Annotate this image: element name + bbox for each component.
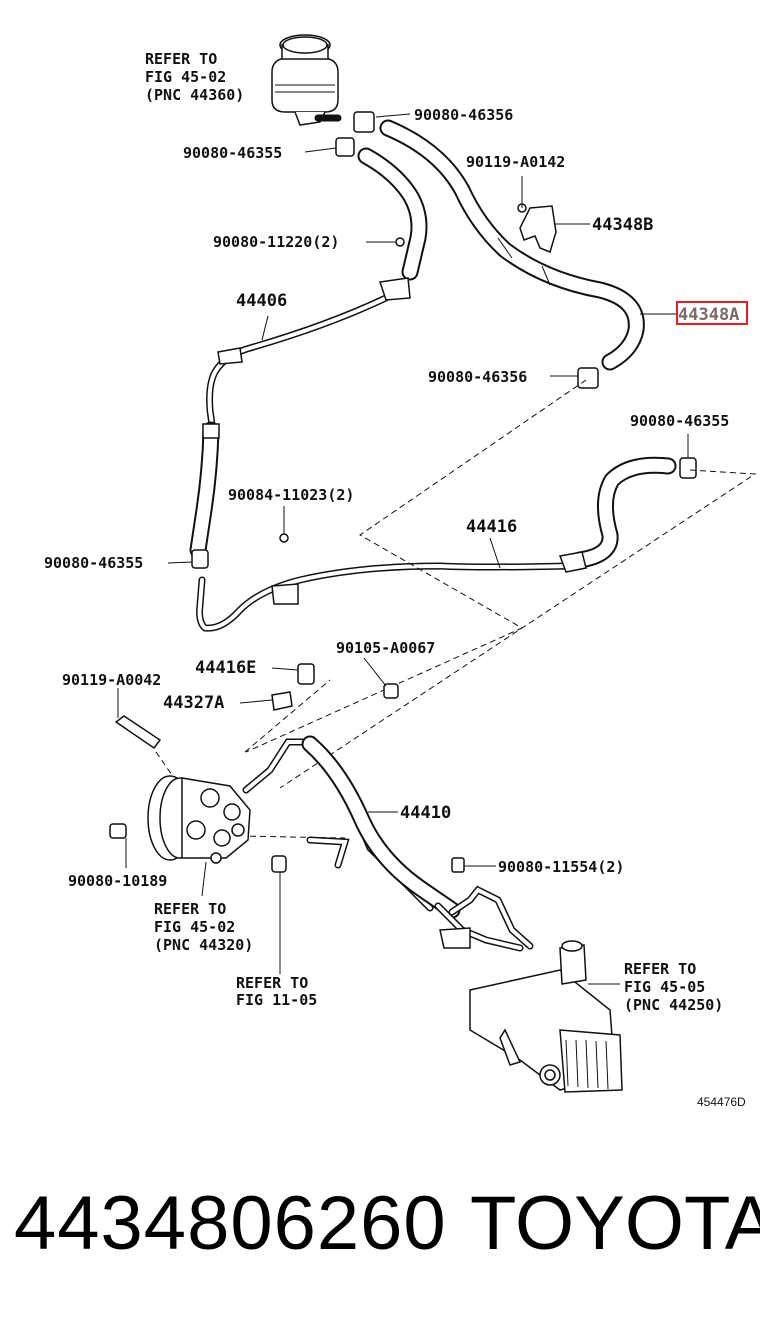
label-90119-a0142: 90119-A0142 <box>466 153 565 171</box>
label-90080-11554: 90080-11554(2) <box>498 858 624 876</box>
highlight-box <box>676 301 748 325</box>
steering-gear <box>469 940 623 1093</box>
clip-top-left <box>335 137 355 157</box>
refer-reservoir-line3: (PNC 44360) <box>145 86 244 104</box>
refer-pump-line1: REFER TO <box>154 900 226 918</box>
bracket-44348b <box>517 203 557 254</box>
refer-reservoir-line1: REFER TO <box>145 50 217 68</box>
hose-44410 <box>242 735 534 952</box>
hose-44416 <box>196 456 677 632</box>
clip-left <box>191 549 209 569</box>
label-90080-46356-mid: 90080-46356 <box>428 368 527 386</box>
hose-44406 <box>189 147 428 559</box>
label-90105-a0067: 90105-A0067 <box>336 639 435 657</box>
refer-gear-line3: (PNC 44250) <box>624 996 723 1014</box>
bolt-fig11 <box>271 855 287 873</box>
label-44327a: 44327A <box>163 693 224 713</box>
brand-name: TOYOTA <box>470 1181 760 1266</box>
label-90119-a0042: 90119-A0042 <box>62 671 161 689</box>
label-44348b: 44348B <box>592 215 653 235</box>
refer-gear-line2: FIG 45-05 <box>624 978 705 996</box>
clip-mid <box>577 367 599 389</box>
bolt-pump-left <box>114 715 162 750</box>
refer-fig11-line2: FIG 11-05 <box>236 991 317 1009</box>
label-44410: 44410 <box>400 803 451 823</box>
label-44406: 44406 <box>236 291 287 311</box>
footer: 4434806260 TOYOTA <box>0 1180 760 1290</box>
hose-44348a <box>379 119 645 371</box>
label-44348a: 44348A <box>678 305 739 325</box>
label-90080-46355-right: 90080-46355 <box>630 412 729 430</box>
power-steering-pump <box>147 775 251 864</box>
reservoir-tank <box>271 34 342 126</box>
refer-pump-line3: (PNC 44320) <box>154 936 253 954</box>
refer-reservoir-line2: FIG 45-02 <box>145 68 226 86</box>
label-90080-10189: 90080-10189 <box>68 872 167 890</box>
label-44416e: 44416E <box>195 658 256 678</box>
clip-right <box>679 457 697 479</box>
label-90080-46355-left: 90080-46355 <box>44 554 143 572</box>
refer-fig11-line1: REFER TO <box>236 974 308 992</box>
clip-top-right <box>353 111 375 133</box>
figure-code: 454476D <box>697 1095 746 1109</box>
label-44416: 44416 <box>466 517 517 537</box>
gasket <box>271 691 293 711</box>
label-90080-46355-top: 90080-46355 <box>183 144 282 162</box>
bolt-pump-bottom <box>109 823 127 839</box>
bolt-union <box>297 663 315 685</box>
bolt-mid <box>279 533 289 543</box>
label-90080-11220: 90080-11220(2) <box>213 233 339 251</box>
refer-gear-line1: REFER TO <box>624 960 696 978</box>
refer-pump-line2: FIG 45-02 <box>154 918 235 936</box>
label-90084-11023: 90084-11023(2) <box>228 486 354 504</box>
label-90080-46356-top: 90080-46356 <box>414 106 513 124</box>
bolt-pump-top <box>383 683 399 699</box>
part-number: 4434806260 <box>14 1181 447 1266</box>
parts-diagram: REFER TO FIG 45-02 (PNC 44360) 90080-463… <box>44 34 757 1109</box>
bolt-upper <box>395 237 405 247</box>
